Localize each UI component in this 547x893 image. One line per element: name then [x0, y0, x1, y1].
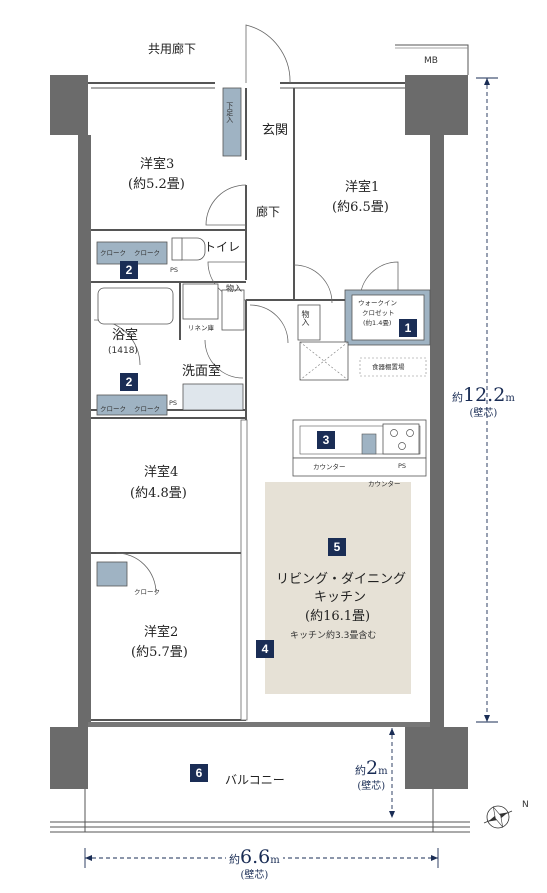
compass-north-label: N: [522, 800, 529, 810]
bath-name: 浴室: [112, 328, 139, 343]
dimension-balcony: 約2m (壁芯): [355, 757, 388, 792]
ps-label-2: PS: [169, 399, 178, 407]
storage2-label: 物入: [226, 284, 242, 293]
western3-area: (約5.2畳): [128, 177, 185, 192]
closet-w2: クローク: [134, 588, 160, 596]
walkin-line1: ウォークイン: [358, 299, 397, 307]
badge-3: 3: [317, 431, 335, 449]
balcony-label: バルコニー: [225, 773, 285, 787]
washer-space: [182, 283, 219, 320]
sink: [361, 433, 377, 455]
western3-name: 洋室3: [140, 157, 175, 172]
storage-box-1: [297, 304, 321, 341]
compass-icon: [483, 805, 513, 829]
closet-w3-b: クローク: [134, 249, 160, 257]
closet-w4-b: クローク: [134, 405, 160, 413]
western4-name: 洋室4: [144, 465, 179, 480]
ldk-area: (約16.1畳): [305, 609, 371, 624]
dimension-height: 約12.2m (壁芯): [452, 384, 515, 419]
badge-2-lower: 2: [120, 373, 138, 391]
cooktop: [382, 423, 420, 455]
ldk-line1: リビング・ダイニング: [276, 572, 407, 587]
pantry-space: [299, 341, 349, 381]
linen-label: リネン庫: [188, 324, 214, 332]
badge-4: 4: [256, 640, 274, 658]
shoe-closet: [222, 87, 242, 157]
western1-name: 洋室1: [345, 180, 380, 195]
shoe-closet-label: 下足入: [225, 102, 234, 123]
storage1-label: 物入: [301, 310, 310, 326]
genkan-label: 玄関: [262, 123, 289, 138]
ldk-note: キッチン約3.3畳含む: [290, 631, 377, 641]
ldk-floor: [265, 482, 411, 694]
walkin-line3: (約1.4畳): [363, 319, 392, 327]
western2-area: (約5.7畳): [131, 645, 188, 660]
ps-label-3: PS: [398, 462, 407, 470]
badge-6: 6: [190, 764, 208, 782]
wall-right: [430, 135, 444, 727]
dimension-width: 約6.6m (壁芯): [226, 846, 283, 881]
kitchen-bar: [292, 457, 427, 477]
corridor-label: 共用廊下: [148, 42, 197, 56]
walkin-line2: クロゼット: [362, 309, 395, 317]
ldk-line2: キッチン: [314, 590, 367, 605]
pantry-label: 食器棚置場: [372, 363, 405, 371]
closet-w2: [96, 561, 128, 587]
sliding-door-strip: [240, 419, 248, 721]
hallway-label: 廊下: [256, 205, 281, 219]
counter2-label: カウンター: [368, 480, 401, 488]
entry-door: [245, 24, 291, 84]
bathtub: [97, 287, 174, 325]
storage-box-2: [221, 289, 245, 331]
wall-left: [78, 135, 91, 727]
badge-1: 1: [399, 319, 417, 337]
western4-area: (約4.8畳): [130, 486, 187, 501]
mb-label: MB: [424, 56, 438, 66]
mb-box: [395, 44, 469, 75]
counter1-label: カウンター: [313, 463, 346, 471]
column-top-right: [405, 75, 468, 135]
closet-w3-a: クローク: [100, 249, 126, 257]
bath-size: (1418): [108, 346, 138, 356]
closet-w4-a: クローク: [100, 405, 126, 413]
dimension-arrows: [85, 78, 490, 861]
ps-label-1: PS: [170, 266, 179, 274]
column-bottom-left: [50, 727, 88, 789]
wash-basin: [182, 383, 244, 411]
column-top-left: [50, 75, 88, 135]
western2-name: 洋室2: [144, 625, 179, 640]
wall-bottom-strip: [88, 722, 430, 727]
column-bottom-right: [405, 727, 468, 789]
badge-5: 5: [328, 538, 346, 556]
toilet-label: トイレ: [204, 240, 241, 254]
western1-area: (約6.5畳): [332, 200, 389, 215]
badge-2-upper: 2: [120, 261, 138, 279]
closet-w4: [96, 394, 168, 416]
washroom-label: 洗面室: [182, 364, 222, 379]
